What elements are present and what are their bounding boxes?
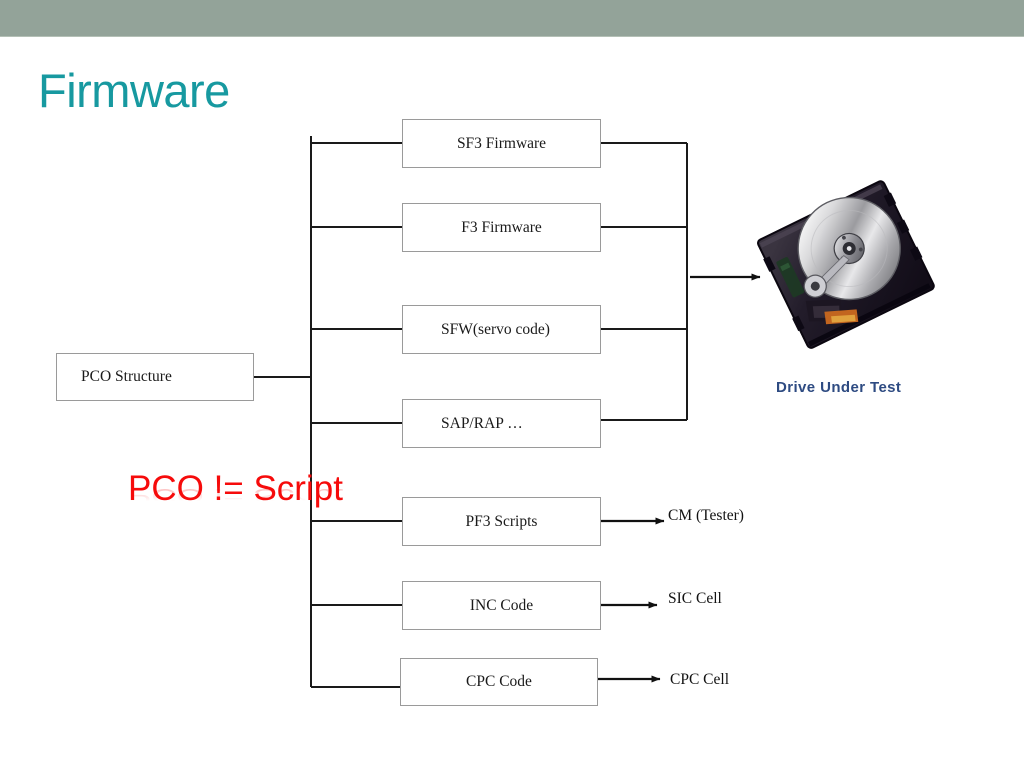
node-f3-firmware[interactable]: F3 Firmware xyxy=(402,203,601,252)
node-label: SFW(servo code) xyxy=(441,320,550,338)
slide-top-band-edge xyxy=(0,36,1024,37)
endpoint-cpc-cell: CPC Cell xyxy=(670,671,730,688)
node-cpc-code[interactable]: CPC Code xyxy=(400,658,598,706)
node-label: PF3 Scripts xyxy=(465,512,538,530)
page-title: Firmware xyxy=(38,64,230,117)
node-inc-code[interactable]: INC Code xyxy=(402,581,601,630)
slide-top-band xyxy=(0,0,1024,37)
endpoint-cm-tester: CM (Tester) xyxy=(668,507,744,524)
endpoint-sic-cell: SIC Cell xyxy=(668,590,722,607)
node-sap-rap[interactable]: SAP/RAP … xyxy=(402,399,601,448)
node-label: SAP/RAP … xyxy=(441,414,523,432)
node-label: INC Code xyxy=(469,596,534,614)
node-sfw-servo-code[interactable]: SFW(servo code) xyxy=(402,305,601,354)
node-pf3-scripts[interactable]: PF3 Scripts xyxy=(402,497,601,546)
node-label: F3 Firmware xyxy=(461,218,542,236)
pco-not-equal-script-annotation: PCO != Script PCO != Script xyxy=(128,469,388,531)
node-label: PCO Structure xyxy=(81,368,172,385)
node-label: SF3 Firmware xyxy=(456,134,547,152)
node-pco-structure[interactable]: PCO Structure xyxy=(56,353,254,401)
emphasis-text: PCO != Script xyxy=(128,469,343,508)
drive-under-test-caption: Drive Under Test xyxy=(776,379,902,396)
hard-disk-drive-icon xyxy=(757,180,935,349)
node-sf3-firmware[interactable]: SF3 Firmware xyxy=(402,119,601,168)
node-label: CPC Code xyxy=(466,673,532,690)
